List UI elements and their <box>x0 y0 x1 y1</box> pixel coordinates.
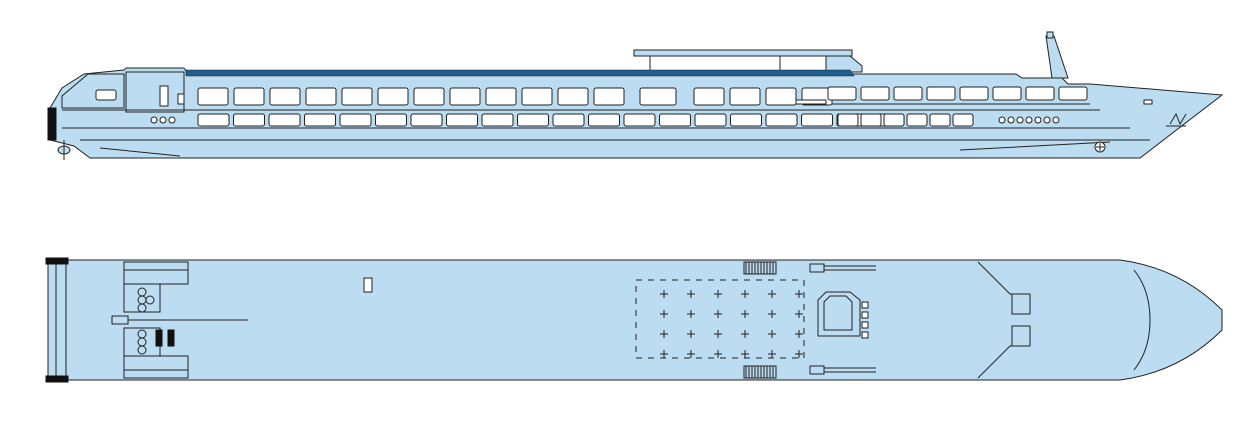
bow-upper-window <box>893 86 923 101</box>
upper-window <box>765 87 797 106</box>
bow-upper-window <box>827 86 857 101</box>
lower-window <box>410 113 443 127</box>
upper-window <box>639 87 677 106</box>
anchor-icon <box>1094 141 1106 153</box>
lower-window <box>446 113 478 127</box>
bow-porthole <box>1052 116 1060 124</box>
stern-porthole <box>168 116 176 124</box>
stern-hull-line <box>99 147 181 157</box>
upper-window <box>485 87 517 106</box>
lower-window <box>517 113 549 127</box>
bow-upper-window <box>1025 86 1055 101</box>
deck-chair-area <box>635 279 805 359</box>
sun-deck-bar <box>817 291 869 339</box>
upper-window <box>377 87 409 106</box>
upper-window <box>693 87 725 106</box>
side-profile-view <box>47 31 1224 160</box>
stern-rail-top <box>45 257 69 265</box>
lower-window <box>268 113 301 127</box>
stern-porthole-row <box>150 116 176 124</box>
stern-door <box>177 93 185 105</box>
bow-porthole <box>1016 116 1024 124</box>
lower-window-row <box>197 113 974 127</box>
bow-marker <box>1143 99 1153 105</box>
lower-window <box>694 113 727 127</box>
bow-structure <box>977 261 1151 379</box>
bow-deck-slot <box>795 99 827 105</box>
bow-porthole <box>1034 116 1042 124</box>
upper-window <box>557 87 589 106</box>
upper-deck-band <box>185 69 855 77</box>
bow-porthole-row <box>998 116 1060 124</box>
bow-upper-window <box>926 86 956 101</box>
propeller-icon <box>57 140 71 160</box>
bow-upper-window <box>992 86 1022 101</box>
deck-hatch <box>363 277 373 293</box>
upper-window <box>729 87 761 106</box>
lifeboats <box>809 263 876 375</box>
bow-porthole <box>1025 116 1033 124</box>
hull-top <box>47 259 1223 381</box>
sun-deck-canopy <box>633 49 863 73</box>
lower-window <box>233 113 265 127</box>
lower-window <box>952 113 974 127</box>
stern-bridge <box>61 71 185 113</box>
upper-window <box>269 87 301 106</box>
stern-rail-bottom <box>45 375 69 383</box>
lower-window <box>304 113 336 127</box>
bow-upper-window <box>1058 86 1088 101</box>
bow-porthole <box>1043 116 1051 124</box>
lower-window <box>765 113 798 127</box>
sun-deck-chairs <box>635 279 805 359</box>
upper-window <box>449 87 481 106</box>
bow-upper-window-row <box>795 86 1088 105</box>
upper-window <box>593 87 625 106</box>
lower-window <box>623 113 656 127</box>
lifeboat-davit <box>809 365 825 375</box>
lower-window <box>730 113 762 127</box>
top-deck-view <box>45 257 1223 383</box>
lower-window <box>339 113 372 127</box>
upper-window <box>305 87 337 106</box>
bow-upper-window <box>959 86 989 101</box>
lower-window <box>481 113 514 127</box>
lower-window <box>197 113 230 127</box>
hull-side <box>49 67 1224 159</box>
bow-porthole <box>998 116 1006 124</box>
upper-window <box>233 87 265 106</box>
lower-window <box>659 113 691 127</box>
lower-window <box>552 113 585 127</box>
bow-logo-icon <box>1166 112 1187 127</box>
lower-window <box>883 113 905 127</box>
lower-window <box>375 113 407 127</box>
bow-hull-line <box>959 141 1111 151</box>
lower-window <box>860 113 882 127</box>
lower-window <box>837 113 859 127</box>
mast <box>1045 31 1069 79</box>
lower-window <box>588 113 620 127</box>
stern-dark-stripe <box>47 107 57 141</box>
upper-window <box>197 87 229 106</box>
lower-window <box>801 113 833 127</box>
lower-window <box>929 113 951 127</box>
stern-porthole <box>150 116 158 124</box>
stern-wheelhouse <box>111 261 248 379</box>
upper-window-row <box>197 87 833 106</box>
gangway-bottom <box>743 365 777 379</box>
upper-window <box>341 87 373 106</box>
upper-window <box>413 87 445 106</box>
stern-porthole <box>159 116 167 124</box>
lower-window <box>906 113 928 127</box>
gangway-top <box>743 261 777 275</box>
bow-porthole <box>1007 116 1015 124</box>
lifeboat-davit <box>809 263 825 273</box>
bow-upper-window <box>860 86 890 101</box>
upper-window <box>521 87 553 106</box>
